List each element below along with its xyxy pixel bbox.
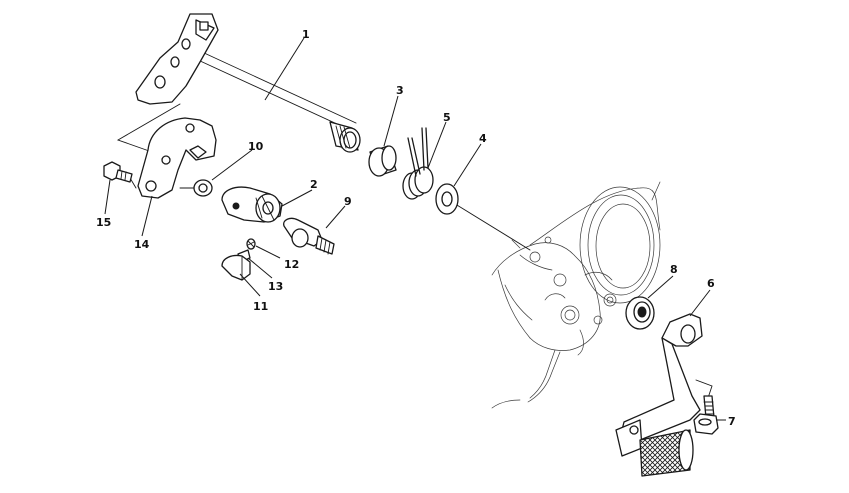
bushing-3 — [368, 145, 397, 177]
callout-leaders — [104, 37, 726, 421]
callout-9: 9 — [344, 195, 352, 208]
spring-12 — [246, 238, 256, 250]
callout-4: 4 — [479, 132, 487, 145]
shift-pedal — [615, 313, 713, 477]
callout-14: 14 — [134, 238, 150, 251]
callout-3: 3 — [396, 84, 404, 97]
callout-5: 5 — [443, 111, 451, 124]
callout-13: 13 — [268, 280, 283, 293]
callout-1: 1 — [302, 28, 310, 41]
callout-12: 12 — [284, 258, 299, 271]
callout-15: 15 — [96, 216, 111, 229]
callout-7: 7 — [728, 415, 736, 428]
washer-4 — [435, 183, 459, 215]
seal-8 — [625, 296, 655, 330]
shift-plate — [137, 117, 217, 199]
washer-10 — [193, 179, 213, 197]
pawl-11 — [221, 254, 251, 281]
callout-labels: 1 2 3 4 5 6 7 8 9 10 11 12 13 14 15 — [96, 28, 736, 428]
bolt-15 — [103, 161, 133, 183]
callout-6: 6 — [707, 277, 715, 290]
shift-shaft — [135, 13, 361, 153]
spring-5 — [402, 127, 434, 200]
callout-10: 10 — [248, 140, 264, 153]
bolt-7 — [693, 395, 719, 435]
shift-cam — [221, 186, 283, 223]
pin-9 — [283, 217, 335, 255]
callout-11: 11 — [253, 300, 268, 313]
callout-2: 2 — [310, 178, 318, 191]
engine-case — [491, 181, 661, 409]
callout-8: 8 — [670, 263, 678, 276]
